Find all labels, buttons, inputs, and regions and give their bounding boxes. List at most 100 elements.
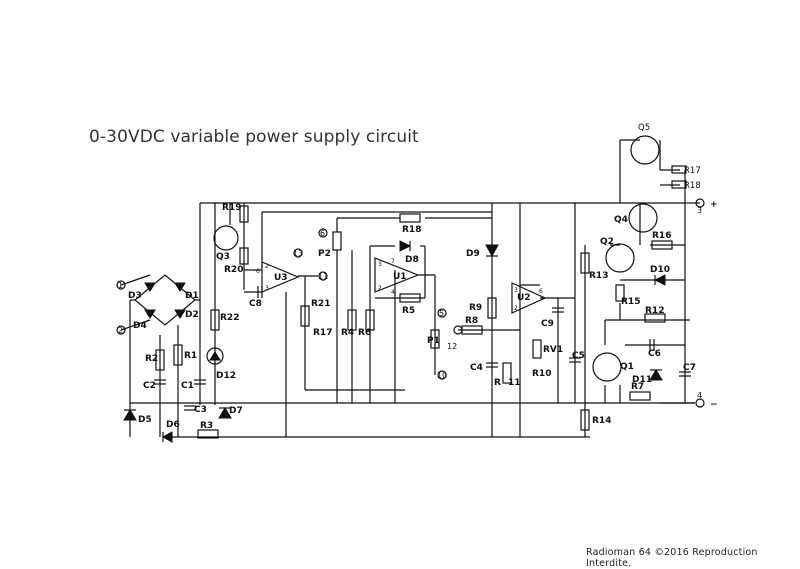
node-13: 13 bbox=[293, 249, 303, 258]
label-q2: Q2 bbox=[600, 237, 614, 247]
diode-d5 bbox=[123, 409, 137, 421]
label-c5: C5 bbox=[572, 351, 585, 361]
node-6: 6 bbox=[320, 229, 325, 238]
label-r10: R10 bbox=[532, 369, 551, 379]
resistors bbox=[155, 165, 687, 439]
label-r17: R17 bbox=[313, 328, 332, 338]
diode-d8 bbox=[399, 240, 412, 252]
potentiometers bbox=[332, 231, 542, 359]
label-d1: D1 bbox=[185, 291, 199, 301]
node-1: 1 bbox=[118, 281, 123, 290]
terminal-signs: + − bbox=[710, 200, 718, 410]
label-q3: Q3 bbox=[216, 252, 230, 262]
transistor-q5 bbox=[630, 135, 660, 165]
label-r13: R13 bbox=[589, 271, 608, 281]
resistor-r22 bbox=[210, 309, 220, 331]
diode-d3 bbox=[144, 282, 156, 292]
node-4: 4 bbox=[697, 391, 702, 400]
label-p1: P1 bbox=[427, 336, 440, 346]
resistor-r7 bbox=[629, 391, 651, 401]
label-d2: D2 bbox=[185, 310, 199, 320]
opamp-u1 bbox=[374, 257, 420, 293]
diode-d6 bbox=[161, 431, 173, 443]
label-r9: R9 bbox=[469, 303, 482, 313]
label-r20: R20 bbox=[224, 265, 243, 275]
diode-d7 bbox=[218, 407, 232, 419]
label-d8: D8 bbox=[405, 255, 419, 265]
resistor-r4 bbox=[347, 309, 357, 331]
label-c3: C3 bbox=[194, 405, 207, 415]
pin-u3-3: 3 bbox=[265, 285, 269, 292]
label-r21: R21 bbox=[311, 299, 330, 309]
label-u2: U2 bbox=[517, 293, 531, 303]
pin-u1-7: 7 bbox=[391, 258, 395, 265]
transistor-q1 bbox=[592, 352, 622, 382]
plus-sign: + bbox=[710, 200, 718, 210]
label-r18: R18 bbox=[402, 225, 421, 235]
resistor-r1 bbox=[173, 344, 183, 366]
diode-d1 bbox=[174, 282, 186, 292]
capacitors bbox=[154, 286, 691, 411]
component-labels: D1 D2 D3 D4 D5 D6 D7 D8 D9 D10 D11 D12 R… bbox=[128, 123, 701, 431]
label-c8: C8 bbox=[249, 299, 262, 309]
node-5: 5 bbox=[439, 309, 444, 318]
pin-u1-3: 3 bbox=[378, 261, 382, 268]
label-u1: U1 bbox=[393, 272, 407, 282]
diode-d9 bbox=[485, 244, 499, 258]
label-u3: U3 bbox=[274, 273, 288, 283]
label-r15: R15 bbox=[621, 297, 640, 307]
label-d5: D5 bbox=[138, 415, 152, 425]
label-r7: R7 bbox=[631, 382, 644, 392]
label-q5: Q5 bbox=[638, 123, 650, 133]
label-r2: R2 bbox=[145, 354, 158, 364]
pin-u2-3: 3 bbox=[514, 287, 518, 294]
label-r3: R3 bbox=[200, 421, 213, 431]
transistor-q4 bbox=[628, 203, 658, 233]
terminals bbox=[116, 198, 705, 408]
label-q4: Q4 bbox=[614, 215, 628, 225]
diode-d2 bbox=[174, 309, 186, 319]
label-r17-q5: R17 bbox=[684, 166, 701, 176]
transistor-q2 bbox=[605, 243, 635, 273]
label-d11: D11 bbox=[632, 375, 652, 385]
label-r4: R4 bbox=[341, 328, 354, 338]
resistor-r21 bbox=[300, 305, 310, 327]
resistor-r2 bbox=[155, 349, 165, 371]
opamp-u3 bbox=[261, 261, 300, 293]
pin-u3-6: 6 bbox=[256, 268, 260, 275]
label-r16: R16 bbox=[652, 231, 671, 241]
label-r14: R14 bbox=[592, 416, 611, 426]
diode-d10 bbox=[653, 274, 666, 286]
copyright-notice: Radioman 64 ©2016 Reproduction Interdite… bbox=[586, 547, 758, 569]
resistor-r3 bbox=[197, 429, 219, 439]
potentiometer-p1 bbox=[430, 329, 440, 349]
pin-numbers: 2 3 6 3 2 7 4 3 2 6 bbox=[256, 258, 543, 312]
label-d3: D3 bbox=[128, 291, 142, 301]
minus-sign: − bbox=[710, 400, 718, 410]
resistor-r6 bbox=[365, 309, 375, 331]
label-r1: R1 bbox=[184, 351, 197, 361]
label-r22: R22 bbox=[220, 313, 239, 323]
label-c1: C1 bbox=[181, 381, 194, 391]
label-r12: R12 bbox=[645, 306, 664, 316]
resistor-r11 bbox=[502, 362, 512, 384]
resistor-r15 bbox=[615, 284, 625, 302]
label-c9: C9 bbox=[541, 319, 554, 329]
resistor-r20 bbox=[239, 247, 249, 265]
pin-u3-2: 2 bbox=[265, 263, 269, 270]
wires bbox=[120, 139, 700, 438]
label-r8: R8 bbox=[465, 316, 478, 326]
pin-u1-2: 2 bbox=[378, 285, 382, 292]
opamps bbox=[261, 257, 547, 314]
label-r11-r: R bbox=[494, 378, 501, 388]
label-r18-q5: R18 bbox=[684, 181, 701, 191]
label-r6: R6 bbox=[358, 328, 371, 338]
label-r5: R5 bbox=[402, 306, 415, 316]
resistor-r19 bbox=[239, 205, 249, 223]
resistor-r14 bbox=[580, 409, 590, 431]
label-d4: D4 bbox=[133, 321, 147, 331]
node-10: 10 bbox=[437, 371, 447, 380]
label-d12: D12 bbox=[216, 371, 236, 381]
resistor-r13 bbox=[580, 252, 590, 274]
